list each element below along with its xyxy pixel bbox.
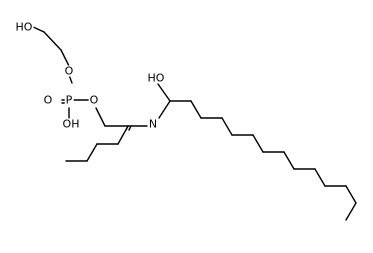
atom-ho-top: HO xyxy=(14,20,34,34)
bond xyxy=(157,83,171,102)
atom-o-double: O xyxy=(42,93,54,107)
bond xyxy=(345,202,357,221)
bond xyxy=(43,31,62,51)
atom-o-ester: O xyxy=(88,93,100,107)
atom-p: P xyxy=(64,93,74,107)
atom-oh-p: OH xyxy=(61,117,81,131)
bond xyxy=(128,125,132,131)
atom-carbonyl: HO xyxy=(146,71,166,85)
bond xyxy=(125,125,129,131)
bond xyxy=(252,134,264,153)
bond xyxy=(86,143,98,162)
bond xyxy=(345,185,357,204)
bond xyxy=(60,49,70,67)
atom-o-ether-top: O xyxy=(63,64,75,78)
bond xyxy=(95,107,106,127)
bond xyxy=(221,117,233,136)
bond xyxy=(314,168,326,187)
bond xyxy=(158,100,171,119)
bond xyxy=(190,100,202,119)
bond xyxy=(283,151,295,170)
atom-n: N xyxy=(147,117,159,131)
